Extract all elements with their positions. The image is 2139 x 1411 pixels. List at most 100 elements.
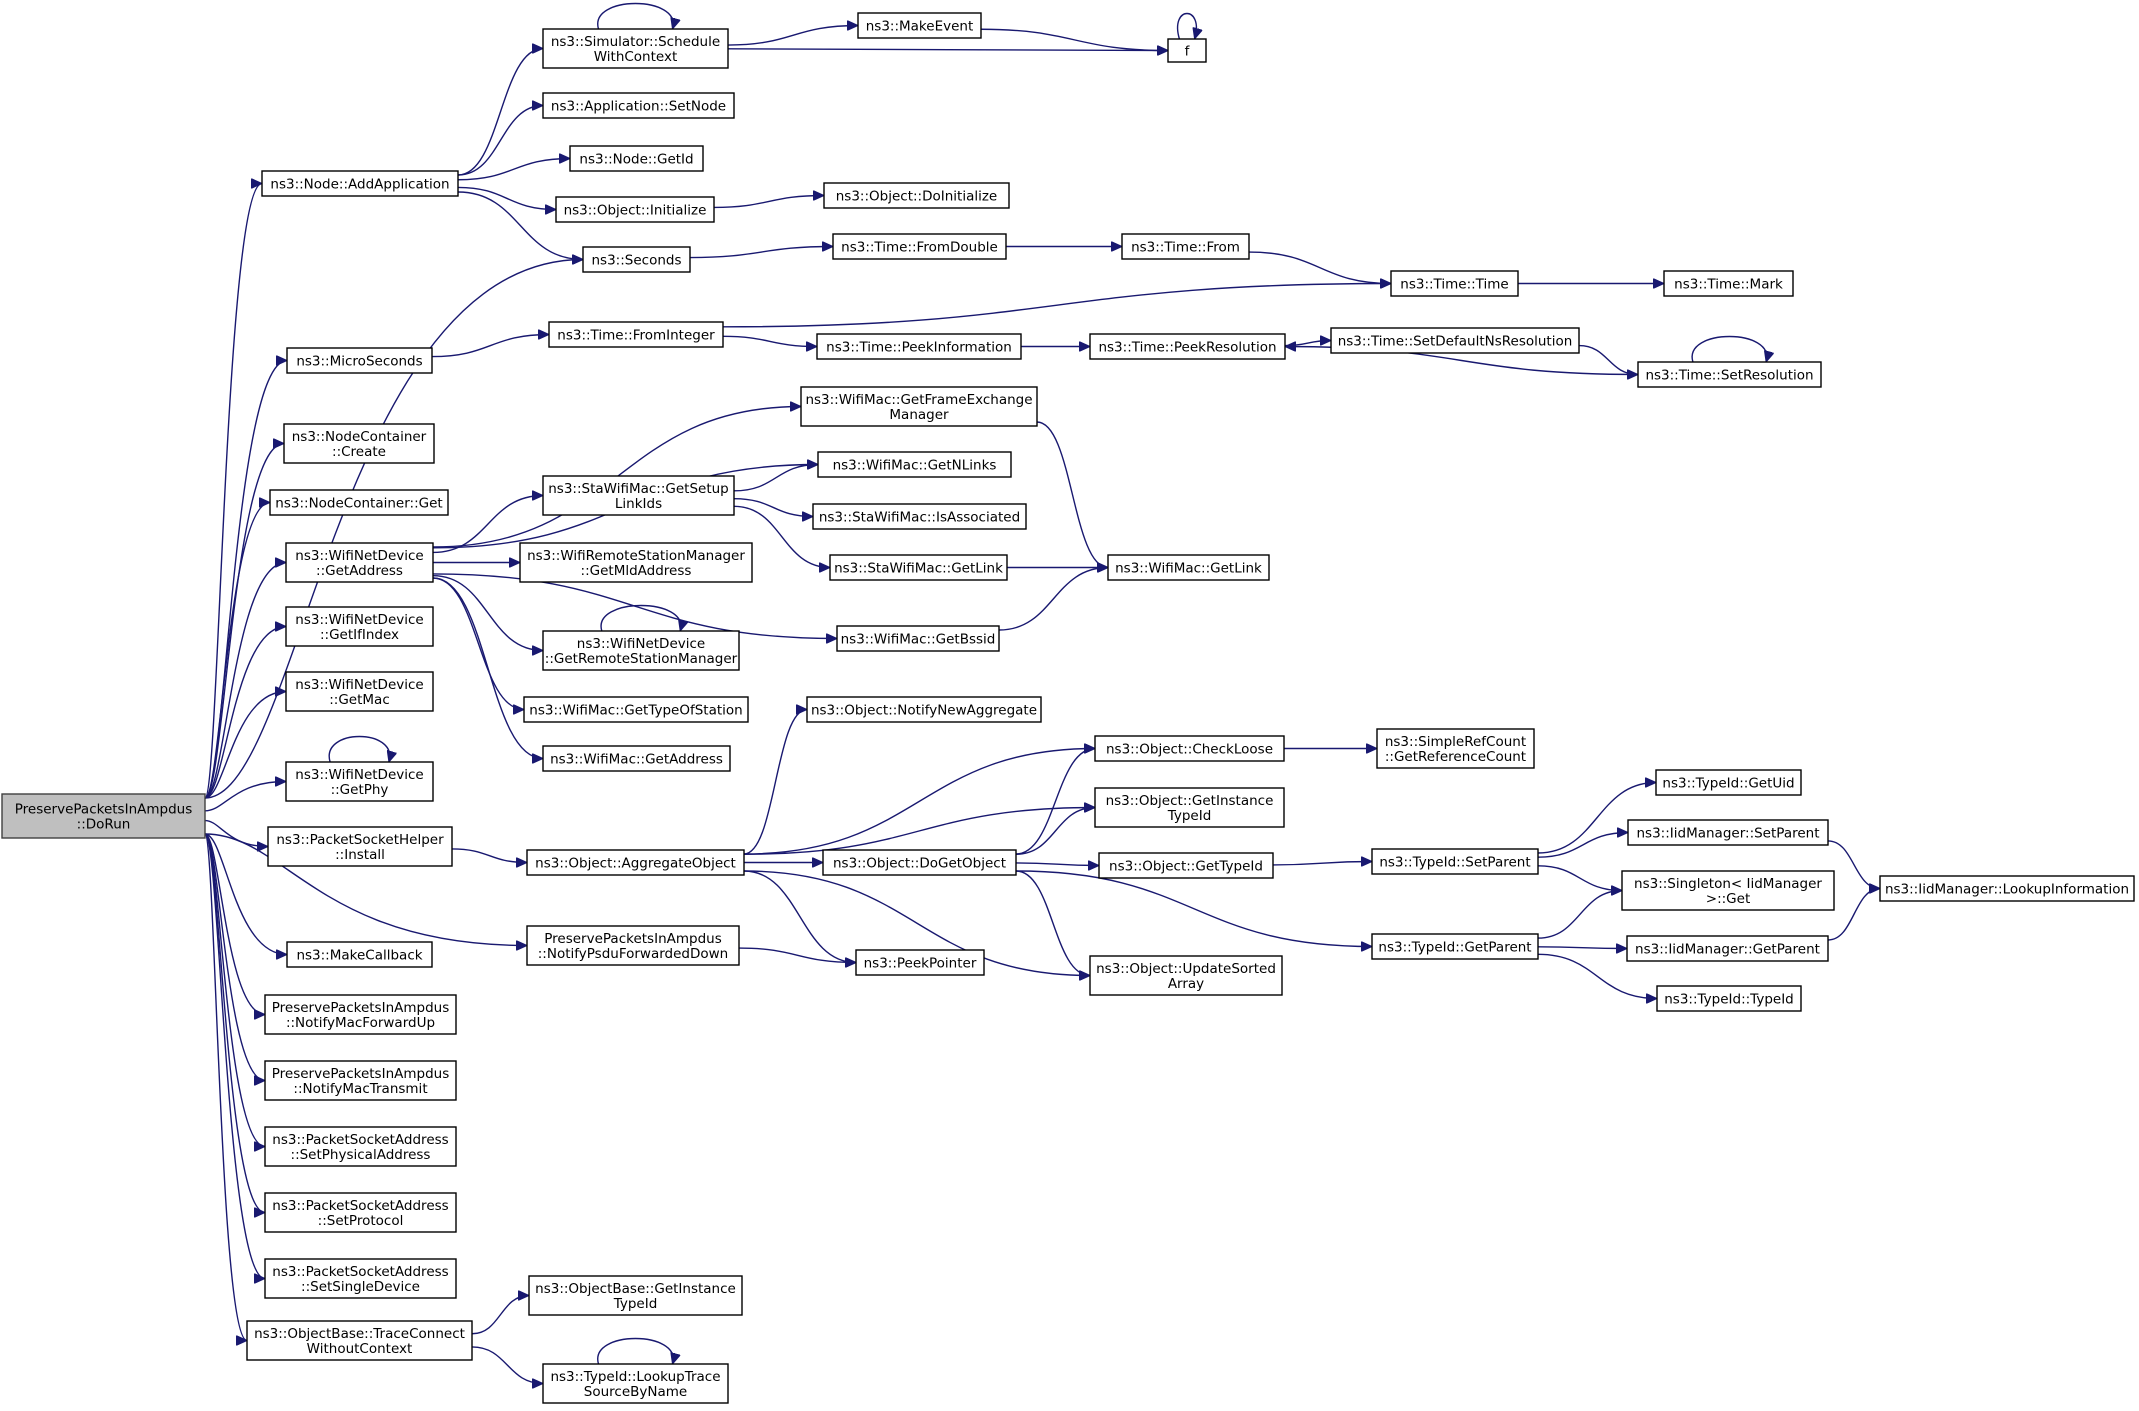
node-nc-get[interactable]: ns3::NodeContainer::Get — [269, 489, 449, 516]
node-obj-do-get-object[interactable]: ns3::Object::DoGetObject — [822, 849, 1017, 876]
node-obj-initialize[interactable]: ns3::Object::Initialize — [555, 196, 715, 223]
node-box — [1089, 955, 1283, 996]
node-time-set-default-ns-resolution[interactable]: ns3::Time::SetDefaultNsResolution — [1330, 327, 1580, 354]
node-src-get-reference-count[interactable]: ns3::SimpleRefCount::GetReferenceCount — [1376, 728, 1535, 769]
node-time-peek-resolution[interactable]: ns3::Time::PeekResolution — [1089, 333, 1286, 360]
edge-type-id-get-parent-to-type-id-type-id — [1537, 953, 1657, 998]
node-label: ns3::ObjectBase::TraceConnect — [254, 1326, 465, 1342]
edge-obj-aggregate-object-to-peek-pointer — [743, 870, 856, 963]
node-make-event[interactable]: ns3::MakeEvent — [857, 12, 982, 39]
node-box — [264, 994, 457, 1035]
node-obj-do-initialize[interactable]: ns3::Object::DoInitialize — [823, 182, 1010, 209]
node-wnd-get-mac[interactable]: ns3::WifiNetDevice::GetMac — [285, 671, 434, 712]
node-seconds[interactable]: ns3::Seconds — [582, 246, 691, 273]
node-wm-get-type-of-station[interactable]: ns3::WifiMac::GetTypeOfStation — [523, 696, 749, 723]
node-wnd-get-phy[interactable]: ns3::WifiNetDevice::GetPhy — [285, 761, 434, 802]
node-box — [526, 849, 745, 876]
node-iid-get-parent[interactable]: ns3::IidManager::GetParent — [1626, 935, 1829, 962]
node-obj-notify-new-aggregate[interactable]: ns3::Object::NotifyNewAggregate — [806, 696, 1042, 723]
edge-root-to-notify-mac-forward-up — [204, 833, 265, 1015]
edge-wm-get-frame-exchange-manager-to-wm-get-link — [1036, 421, 1108, 568]
node-sta-is-associated[interactable]: ns3::StaWifiMac::IsAssociated — [812, 503, 1027, 530]
node-label: LinkIds — [615, 496, 662, 512]
node-psa-set-protocol[interactable]: ns3::PacketSocketAddress::SetProtocol — [264, 1192, 457, 1233]
node-psa-set-single-device[interactable]: ns3::PacketSocketAddress::SetSingleDevic… — [264, 1258, 457, 1299]
edge-trace-connect-to-ob-get-instance-type-id — [471, 1296, 529, 1335]
node-box — [1621, 870, 1835, 911]
node-type-id-get-uid[interactable]: ns3::TypeId::GetUid — [1655, 769, 1802, 796]
node-wm-get-nlinks[interactable]: ns3::WifiMac::GetNLinks — [817, 451, 1012, 478]
node-time-from-double[interactable]: ns3::Time::FromDouble — [832, 233, 1007, 260]
node-wnd-get-if-index[interactable]: ns3::WifiNetDevice::GetIfIndex — [285, 606, 434, 647]
edge-obj-do-get-object-to-obj-get-instance-type-id — [1015, 808, 1095, 855]
node-box — [269, 489, 449, 516]
edge-notify-psdu-forwarded-down-to-peek-pointer — [738, 947, 856, 962]
node-label: ns3::WifiMac::GetTypeOfStation — [529, 703, 742, 719]
node-box — [1390, 270, 1519, 297]
node-label: ns3::Time::FromDouble — [841, 240, 998, 256]
node-singleton-get[interactable]: ns3::Singleton< IidManager>::Get — [1621, 870, 1835, 911]
node-label: ns3::WifiMac::GetBssid — [841, 632, 996, 648]
node-label: ::GetMac — [329, 692, 390, 708]
node-root[interactable]: PreservePacketsInAmpdus::DoRun — [1, 793, 206, 839]
node-wrsm-get-mld-address[interactable]: ns3::WifiRemoteStationManager::GetMldAdd… — [519, 542, 753, 583]
node-node-get-id[interactable]: ns3::Node::GetId — [569, 145, 704, 172]
node-type-id-set-parent[interactable]: ns3::TypeId::SetParent — [1371, 848, 1539, 875]
edge-obj-initialize-to-obj-do-initialize — [713, 196, 824, 209]
edge-add-application-to-schedule-with-context — [457, 49, 543, 176]
node-notify-mac-forward-up[interactable]: PreservePacketsInAmpdus::NotifyMacForwar… — [264, 994, 457, 1035]
node-time-from-integer[interactable]: ns3::Time::FromInteger — [548, 321, 724, 348]
node-obj-get-type-id[interactable]: ns3::Object::GetTypeId — [1098, 852, 1274, 879]
node-box — [528, 1275, 743, 1316]
node-label: ns3::TypeId::SetParent — [1379, 855, 1530, 871]
node-f[interactable]: f — [1167, 38, 1207, 63]
node-time-time[interactable]: ns3::Time::Time — [1390, 270, 1519, 297]
node-box — [286, 347, 433, 374]
node-time-peek-information[interactable]: ns3::Time::PeekInformation — [816, 333, 1022, 360]
node-wnd-get-address[interactable]: ns3::WifiNetDevice::GetAddress — [285, 542, 434, 583]
node-nc-create[interactable]: ns3::NodeContainer::Create — [283, 423, 435, 464]
node-type-id-type-id[interactable]: ns3::TypeId::TypeId — [1656, 985, 1802, 1012]
node-label: ns3::NodeContainer::Get — [275, 496, 442, 512]
node-wm-get-link[interactable]: ns3::WifiMac::GetLink — [1107, 554, 1270, 581]
node-notify-mac-transmit[interactable]: PreservePacketsInAmpdus::NotifyMacTransm… — [264, 1060, 457, 1101]
node-psh-install[interactable]: ns3::PacketSocketHelper::Install — [267, 826, 453, 867]
node-psa-set-physical-address[interactable]: ns3::PacketSocketAddress::SetPhysicalAdd… — [264, 1126, 457, 1167]
node-time-mark[interactable]: ns3::Time::Mark — [1663, 270, 1794, 297]
node-time-set-resolution[interactable]: ns3::Time::SetResolution — [1637, 361, 1822, 388]
node-wm-get-address[interactable]: ns3::WifiMac::GetAddress — [542, 745, 731, 772]
node-label: ::SetProtocol — [318, 1213, 404, 1229]
node-time-from[interactable]: ns3::Time::From — [1121, 233, 1250, 260]
node-peek-pointer[interactable]: ns3::PeekPointer — [855, 949, 985, 976]
node-micro-seconds[interactable]: ns3::MicroSeconds — [286, 347, 433, 374]
node-box — [1637, 361, 1822, 388]
edge-add-application-to-seconds — [457, 191, 583, 260]
edge-time-peek-resolution-to-time-set-default-ns-resolution — [1284, 341, 1331, 347]
node-iid-set-parent[interactable]: ns3::IidManager::SetParent — [1627, 819, 1829, 846]
node-sta-get-link[interactable]: ns3::StaWifiMac::GetLink — [829, 554, 1008, 581]
node-wnd-get-remote-station-manager[interactable]: ns3::WifiNetDevice::GetRemoteStationMana… — [542, 630, 740, 671]
node-make-callback[interactable]: ns3::MakeCallback — [286, 941, 433, 968]
node-box — [246, 1320, 473, 1361]
node-trace-connect[interactable]: ns3::ObjectBase::TraceConnectWithoutCont… — [246, 1320, 473, 1361]
node-iid-lookup-information[interactable]: ns3::IidManager::LookupInformation — [1879, 875, 2135, 902]
node-notify-psdu-forwarded-down[interactable]: PreservePacketsInAmpdus::NotifyPsduForwa… — [526, 925, 740, 966]
node-obj-check-loose[interactable]: ns3::Object::CheckLoose — [1094, 735, 1285, 762]
node-label: ns3::Object::GetInstance — [1106, 793, 1274, 809]
node-add-application[interactable]: ns3::Node::AddApplication — [261, 170, 459, 197]
node-wm-get-bssid[interactable]: ns3::WifiMac::GetBssid — [836, 625, 1000, 652]
node-box — [264, 1126, 457, 1167]
node-label: ns3::MakeCallback — [296, 948, 422, 964]
node-app-set-node[interactable]: ns3::Application::SetNode — [542, 92, 735, 119]
node-type-id-get-parent[interactable]: ns3::TypeId::GetParent — [1371, 933, 1539, 960]
node-obj-aggregate-object[interactable]: ns3::Object::AggregateObject — [526, 849, 745, 876]
edge-obj-aggregate-object-to-obj-get-instance-type-id — [743, 808, 1095, 855]
edge-wnd-get-address-to-sta-get-setup-link-ids — [432, 496, 543, 554]
